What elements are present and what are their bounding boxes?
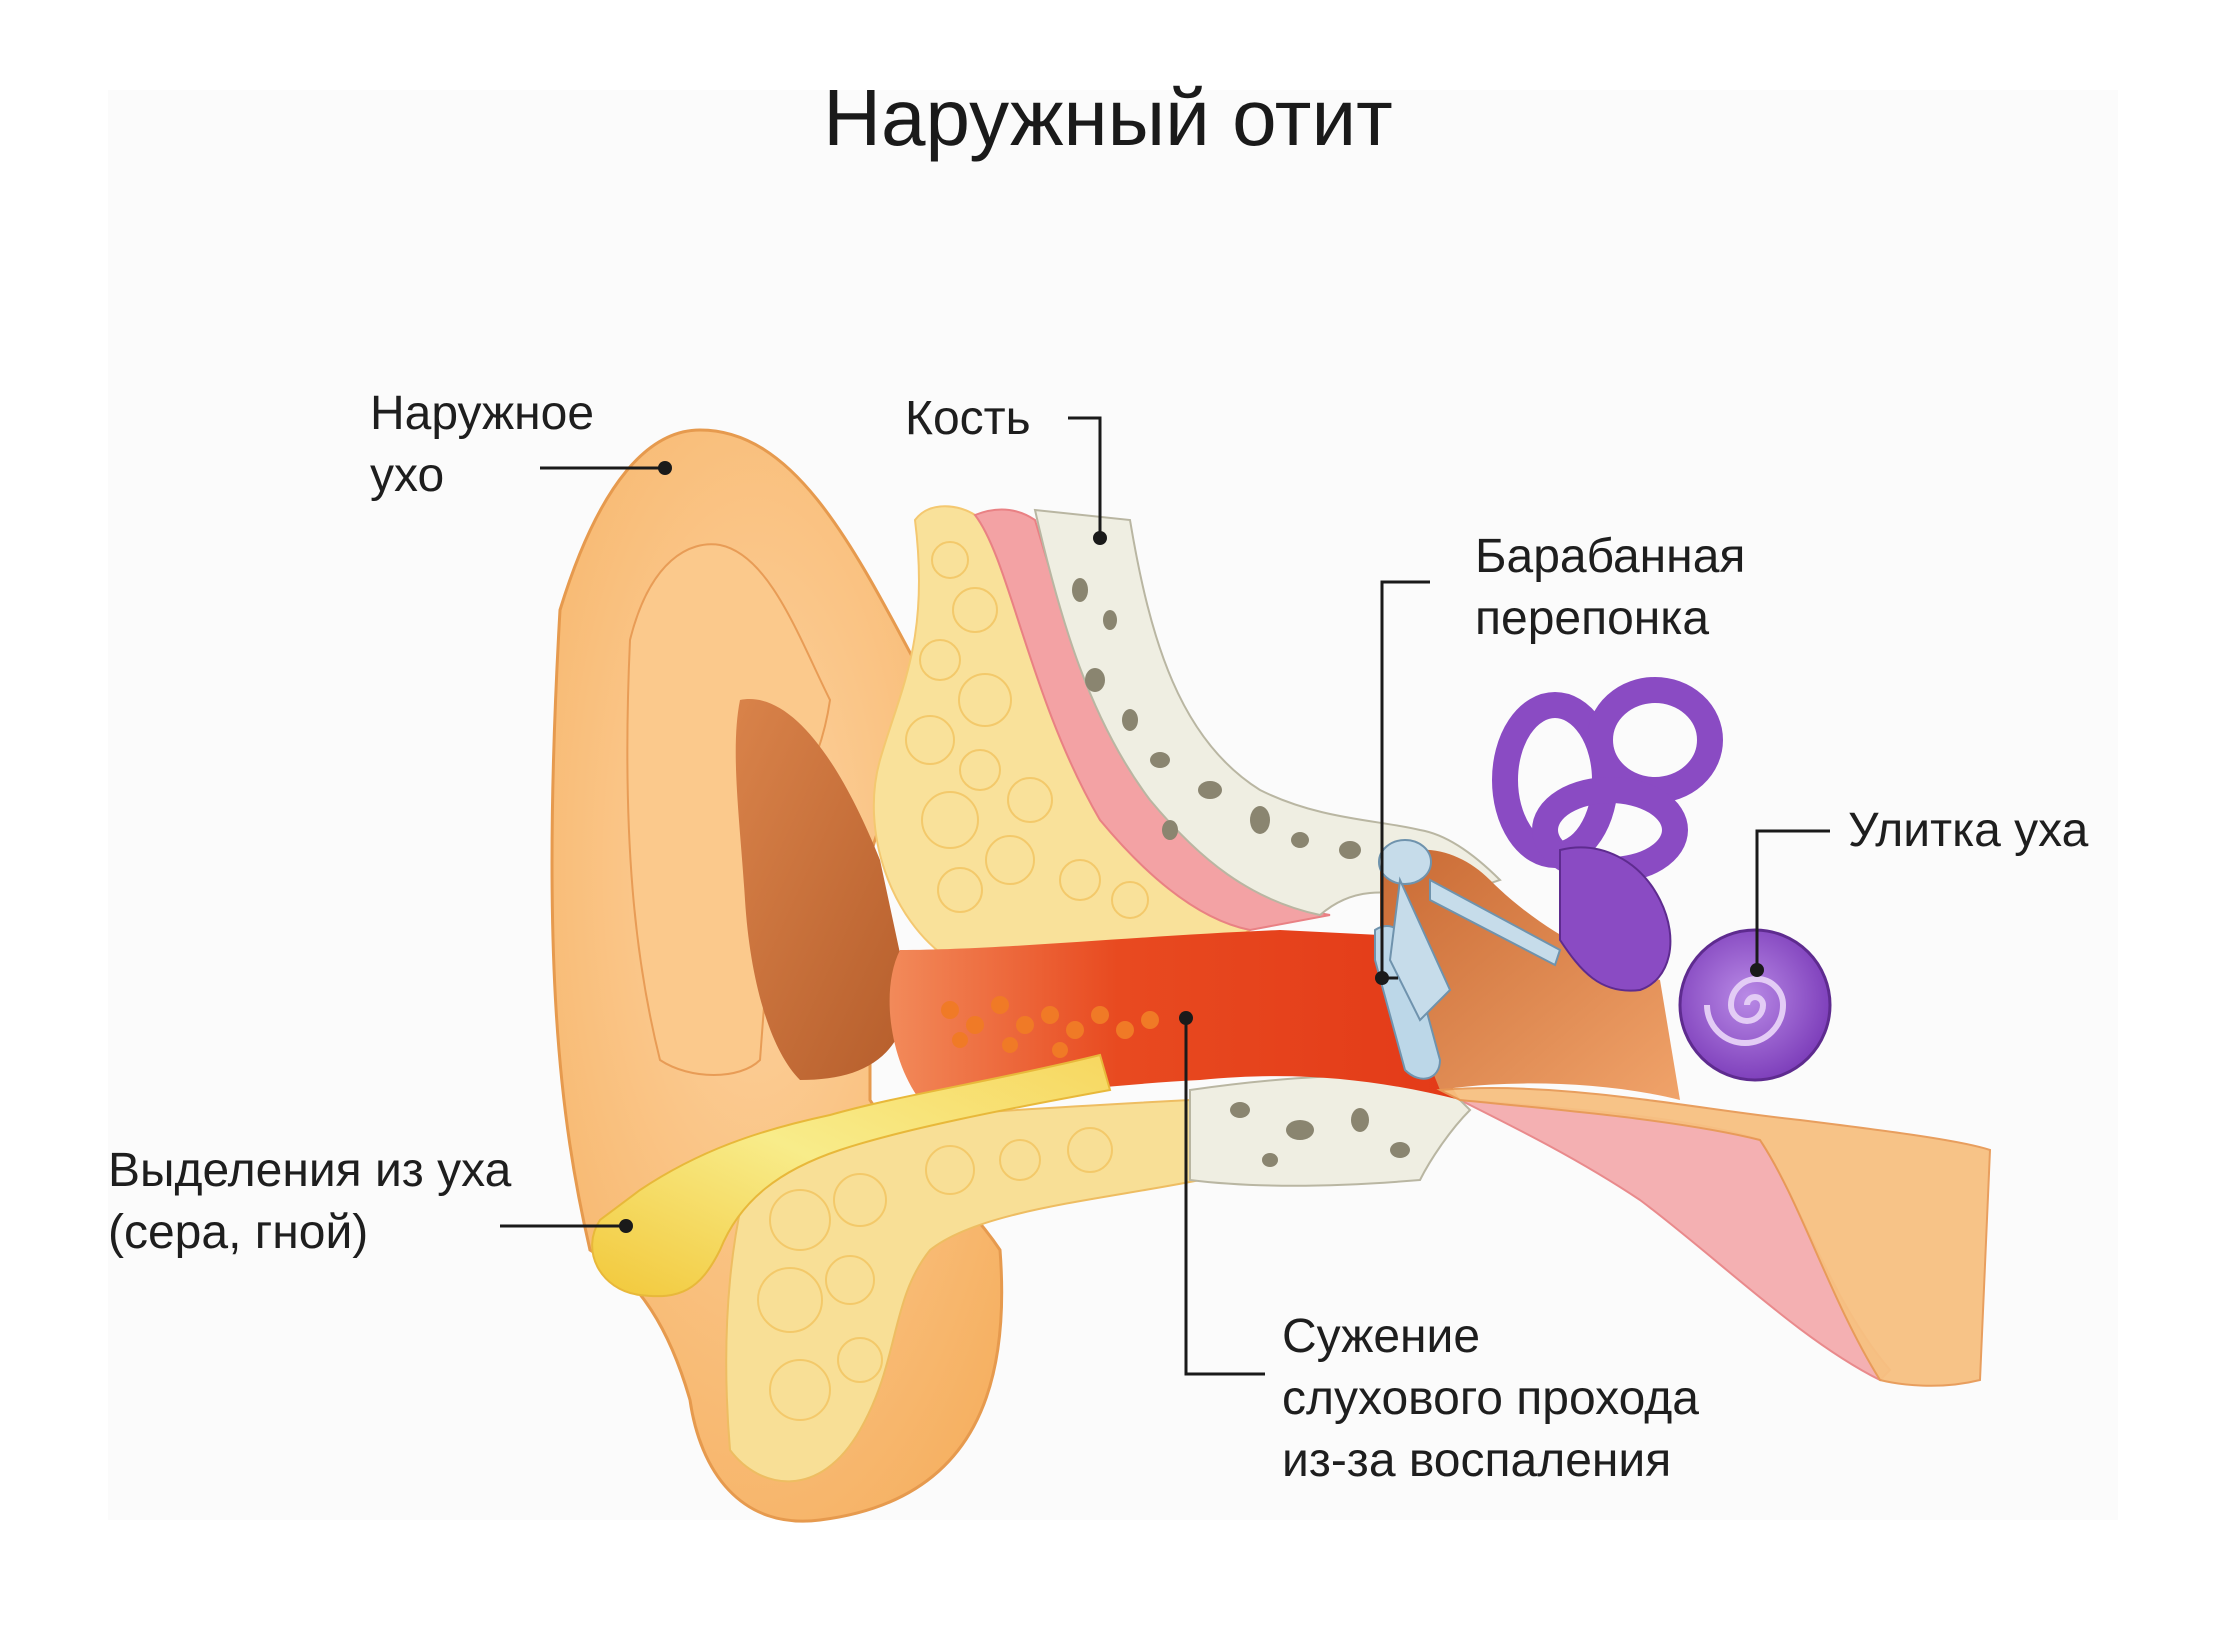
label-outer-ear-line2: ухо xyxy=(370,449,445,502)
vestibule xyxy=(1559,846,1672,992)
lower-right-wall xyxy=(1436,1086,1992,1387)
label-outer-ear-line1: Наружное xyxy=(370,387,595,440)
label-eardrum-line2: перепонка xyxy=(1475,592,1710,645)
bone-pores xyxy=(1072,578,1410,1167)
label-outer-ear: Наружное ухо xyxy=(370,383,594,507)
lower-bone xyxy=(1189,1074,1472,1187)
concha xyxy=(735,699,910,1080)
leader-bone xyxy=(1068,416,1102,538)
label-discharge-line1: Выделения из уха xyxy=(108,1144,512,1197)
leader-narrowing xyxy=(1184,1018,1265,1376)
label-discharge-line2: (сера, гной) xyxy=(108,1206,369,1259)
label-narrowing: Сужение слухового прохода из-за воспален… xyxy=(1282,1306,1699,1492)
inflammation-dots xyxy=(941,996,1159,1058)
fat-bubbles xyxy=(757,541,1149,1421)
ossicles xyxy=(1378,839,1562,1022)
cochlea-spiral xyxy=(1704,976,1787,1046)
label-narrowing-line2: слухового прохода xyxy=(1282,1372,1699,1425)
label-cochlea: Улитка уха xyxy=(1848,804,2089,857)
leader-dots xyxy=(619,461,1764,1233)
label-bone: Кость xyxy=(905,392,1031,445)
label-eardrum: Барабанная перепонка xyxy=(1475,526,1745,650)
label-discharge: Выделения из уха (сера, гной) xyxy=(108,1140,511,1264)
diagram-title: Наружный отит xyxy=(823,73,1393,162)
inflamed-ear-canal xyxy=(889,930,1460,1100)
cochlea-shape xyxy=(1678,928,1832,1082)
label-narrowing-line3: из-за воспаления xyxy=(1282,1434,1672,1487)
lower-fat-tissue xyxy=(725,1098,1202,1483)
discharge-shape xyxy=(591,1053,1112,1298)
semicircular-canals xyxy=(1492,677,1723,883)
label-eardrum-line1: Барабанная xyxy=(1475,530,1746,583)
leader-cochlea xyxy=(1755,829,1830,970)
label-narrowing-line1: Сужение xyxy=(1282,1310,1481,1363)
